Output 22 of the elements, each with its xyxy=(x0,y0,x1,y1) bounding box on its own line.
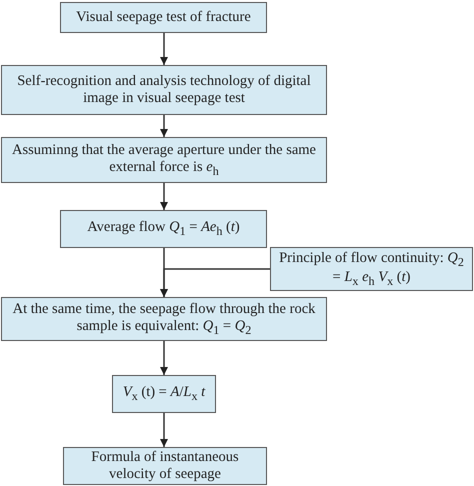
box-text: Principle of flow continuity: Q$_{2}$ = L$_{x}$ e$_{h}$ V$_{x}$ (t) xyxy=(278,250,465,288)
box-text: Formula of instantaneous velocity of seepage xyxy=(90,448,240,484)
box-text: V$_{x}$ (t) = A/L$_{x}$ t xyxy=(122,384,206,404)
process-box xyxy=(60,2,267,33)
process-box xyxy=(1,297,327,341)
arrow xyxy=(160,413,168,447)
arrow xyxy=(160,341,168,375)
box-text: Average flow Q$_{1}$ = Ae$_{h}$ (t) xyxy=(86,219,241,239)
process-box xyxy=(112,375,216,413)
arrow xyxy=(160,115,168,137)
process-box xyxy=(1,137,327,183)
arrow xyxy=(160,183,168,210)
arrow xyxy=(160,268,270,297)
process-box xyxy=(1,65,327,115)
box-text: Self-recognition and analysis technology of digital image in visual seepage test xyxy=(16,72,312,108)
box-text: Visual seepage test of fracture xyxy=(75,8,252,26)
process-box xyxy=(270,247,473,291)
process-box xyxy=(60,210,267,248)
box-text: Assuminng that the average aperture under the same external force is e$_{h}$ xyxy=(11,142,317,178)
arrow xyxy=(160,33,168,65)
box-text: At the same time, the seepage flow through the rock sample is equivalent: Q$_{1}$ = Q$_{2}$ xyxy=(12,300,316,338)
process-box xyxy=(63,447,267,485)
